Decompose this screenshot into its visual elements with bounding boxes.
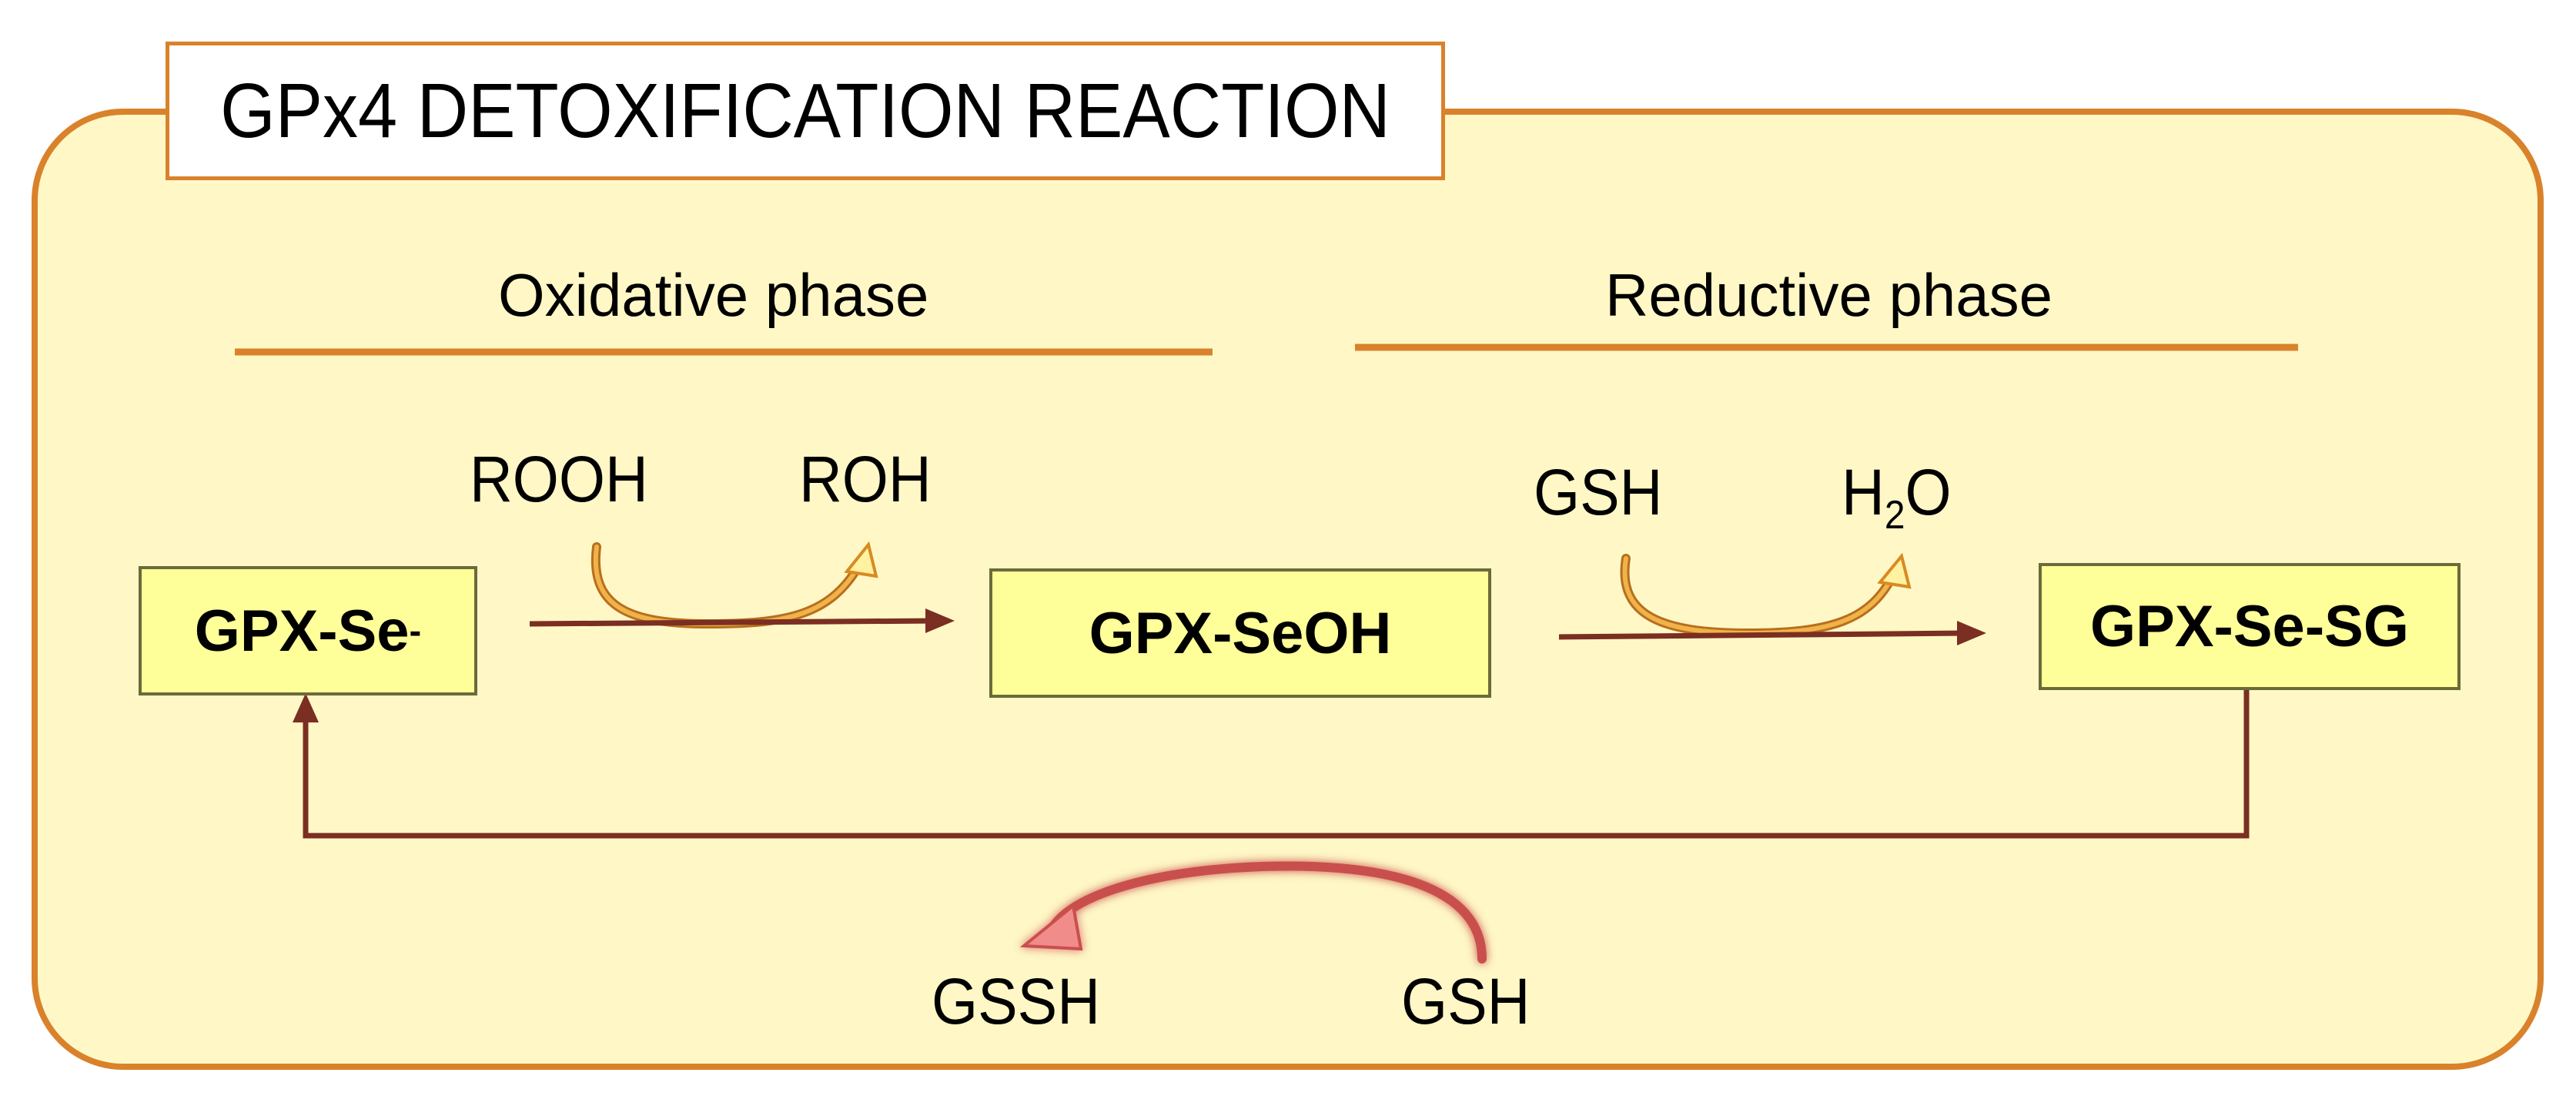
gssh-label: GSSH	[932, 965, 1101, 1037]
main-arrow-2	[1558, 630, 1970, 640]
h2o-label: H2O	[1842, 460, 1952, 535]
node-gpx-se-sg-text: GPX-Se-SG	[2090, 594, 2409, 659]
gsh-top-label: GSH	[1534, 456, 1663, 528]
rooh-label: ROOH	[470, 443, 648, 515]
return-loop-arrow	[303, 690, 2250, 839]
node-gpx-se-text: GPX-Se	[194, 598, 410, 664]
node-gpx-seoh-text: GPX-SeOH	[1089, 600, 1392, 666]
diagram-title: GPx4 DETOXIFICATION REACTION	[220, 67, 1390, 154]
oxidative-phase-label: Oxidative phase	[498, 261, 929, 329]
gsh-to-gssh-arrow	[1019, 861, 1487, 964]
h2o-subscript: 2	[1884, 492, 1905, 538]
reductive-phase-label: Reductive phase	[1605, 261, 2053, 329]
main-arrow-1	[529, 618, 938, 627]
node-gpx-seoh: GPX-SeOH	[989, 568, 1491, 698]
node-gpx-se-sg: GPX-Se-SG	[2039, 563, 2461, 690]
main-arrow-1-head	[925, 608, 955, 633]
return-loop-arrow-head	[293, 693, 319, 722]
h2o-o: O	[1905, 456, 1952, 528]
roh-label: ROH	[799, 443, 932, 515]
h2o-h: H	[1842, 456, 1885, 528]
gsh-bottom-label: GSH	[1401, 965, 1531, 1037]
node-gpx-se: GPX-Se-	[139, 566, 477, 695]
title-box: GPx4 DETOXIFICATION REACTION	[166, 42, 1445, 180]
main-arrow-2-head	[1957, 621, 1986, 645]
